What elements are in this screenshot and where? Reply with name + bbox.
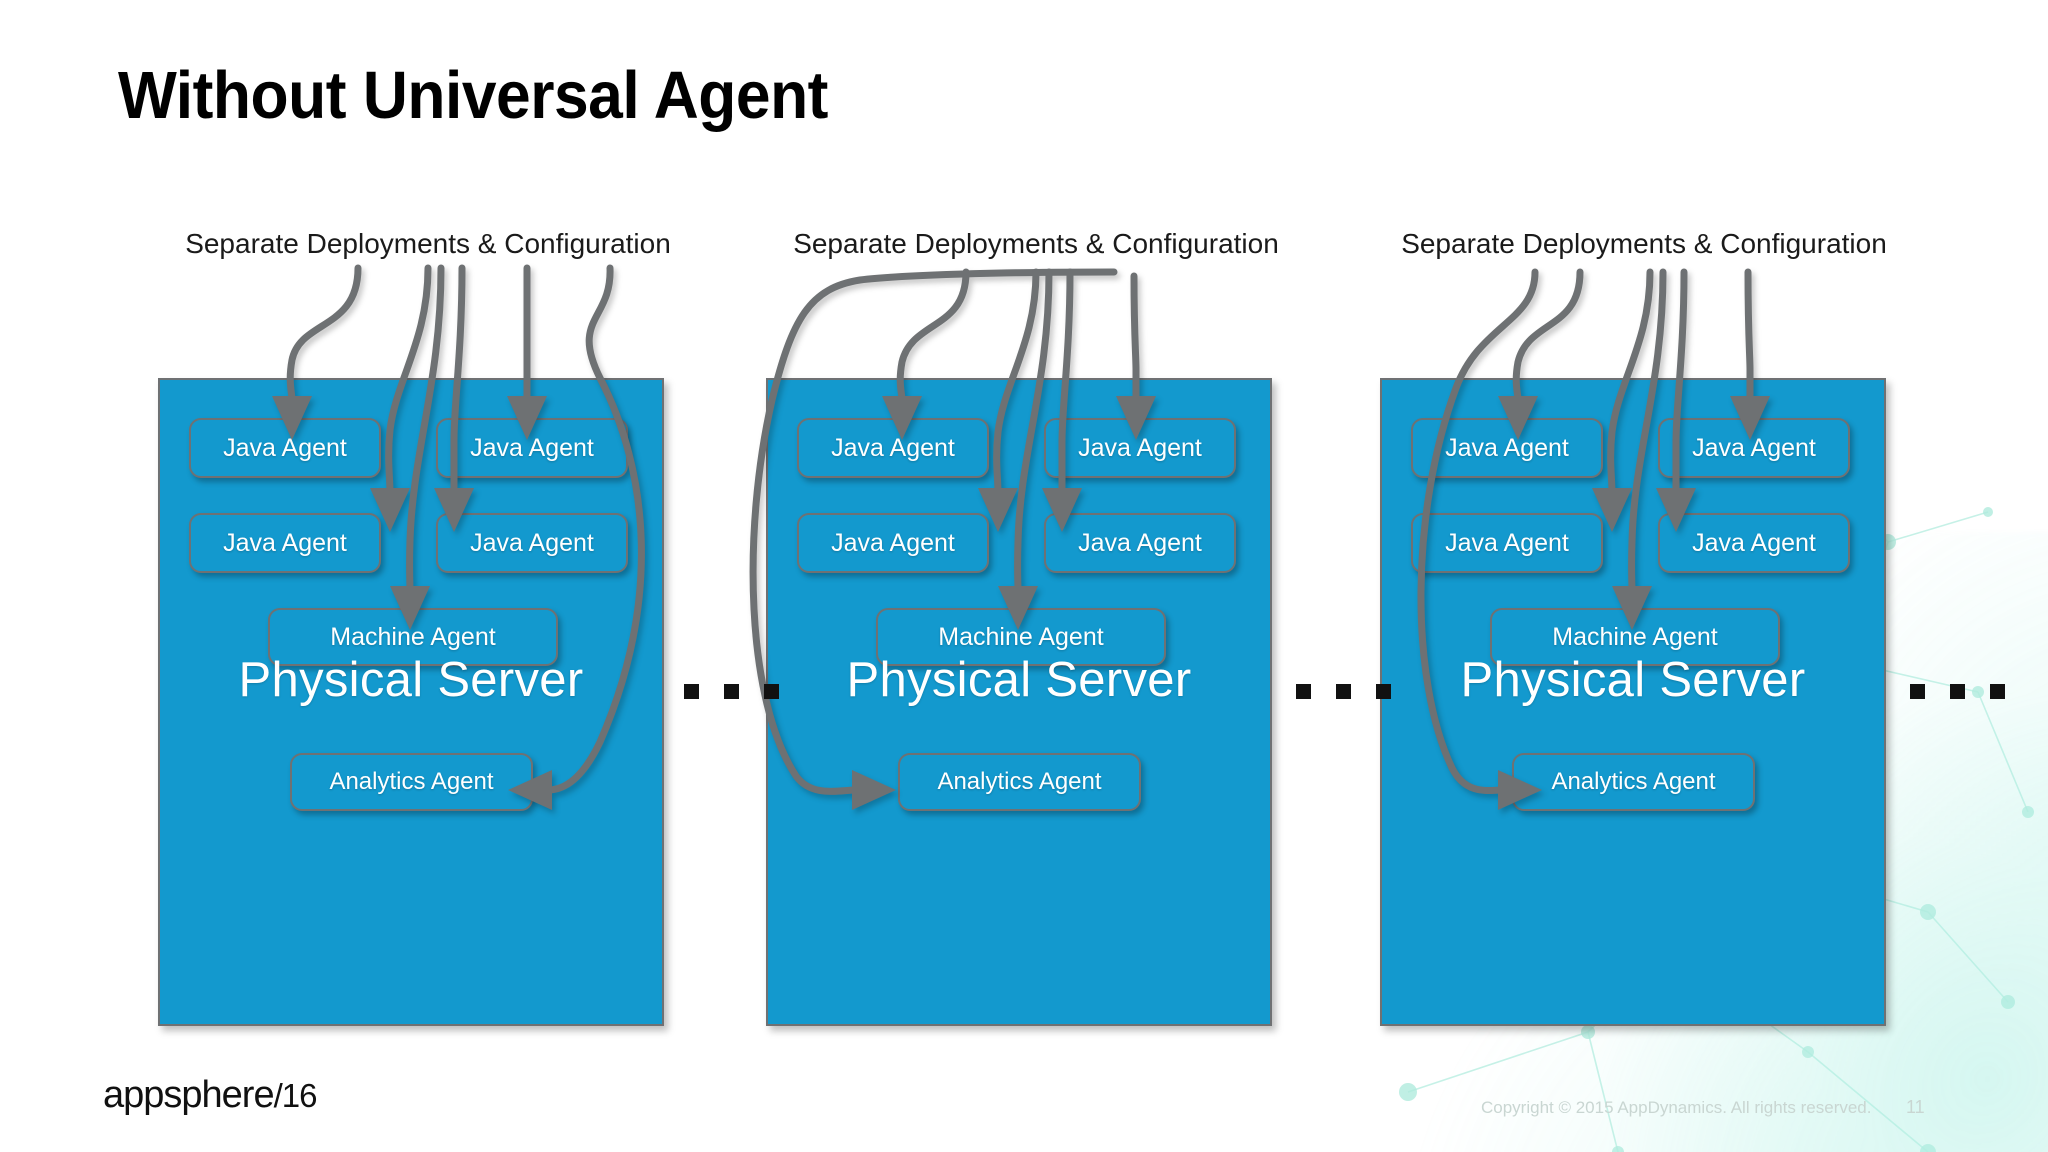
ellipsis-dot [684, 684, 699, 699]
ellipsis-dot [1950, 684, 1965, 699]
ellipsis-2 [1296, 684, 1391, 699]
agent-java-1b[interactable]: Java Agent [436, 418, 628, 478]
agent-java-2d[interactable]: Java Agent [1044, 513, 1236, 573]
agent-analytics-1[interactable]: Analytics Agent [290, 753, 533, 811]
ellipsis-dot [1376, 684, 1391, 699]
ellipsis-dot [724, 684, 739, 699]
server-label-3: Physical Server [1460, 653, 1806, 707]
agent-analytics-2[interactable]: Analytics Agent [898, 753, 1141, 811]
server-label-1: Physical Server [238, 653, 584, 707]
agent-java-2c[interactable]: Java Agent [797, 513, 989, 573]
ellipsis-3 [1910, 684, 2005, 699]
logo-slash: / [273, 1077, 283, 1114]
agent-analytics-3[interactable]: Analytics Agent [1512, 753, 1755, 811]
agent-java-2b[interactable]: Java Agent [1044, 418, 1236, 478]
page-number: 11 [1906, 1097, 1925, 1117]
agent-java-2a[interactable]: Java Agent [797, 418, 989, 478]
agent-java-3b[interactable]: Java Agent [1658, 418, 1850, 478]
logo-word: appsphere [103, 1074, 275, 1116]
column-header-2: Separate Deployments & Configuration [793, 228, 1279, 259]
slide-title: Without Universal Agent [118, 58, 828, 133]
agent-java-1a[interactable]: Java Agent [189, 418, 381, 478]
physical-server-2: Java Agent Java Agent Java Agent Java Ag… [766, 378, 1272, 1026]
appsphere-logo: appsphere/16 [103, 1074, 318, 1117]
agent-java-3a[interactable]: Java Agent [1411, 418, 1603, 478]
ellipsis-dot [764, 684, 779, 699]
copyright-text: Copyright © 2015 AppDynamics. All rights… [1481, 1098, 1872, 1117]
column-header-1: Separate Deployments & Configuration [185, 228, 671, 259]
agent-java-3c[interactable]: Java Agent [1411, 513, 1603, 573]
ellipsis-dot [1990, 684, 2005, 699]
column-header-3: Separate Deployments & Configuration [1401, 228, 1887, 259]
server-label-2: Physical Server [846, 653, 1192, 707]
agent-java-3d[interactable]: Java Agent [1658, 513, 1850, 573]
ellipsis-dot [1336, 684, 1351, 699]
physical-server-3: Java Agent Java Agent Java Agent Java Ag… [1380, 378, 1886, 1026]
logo-number: 16 [281, 1077, 318, 1114]
agent-java-1c[interactable]: Java Agent [189, 513, 381, 573]
physical-server-1: Java Agent Java Agent Java Agent Java Ag… [158, 378, 664, 1026]
ellipsis-dot [1910, 684, 1925, 699]
agent-java-1d[interactable]: Java Agent [436, 513, 628, 573]
ellipsis-1 [684, 684, 779, 699]
ellipsis-dot [1296, 684, 1311, 699]
